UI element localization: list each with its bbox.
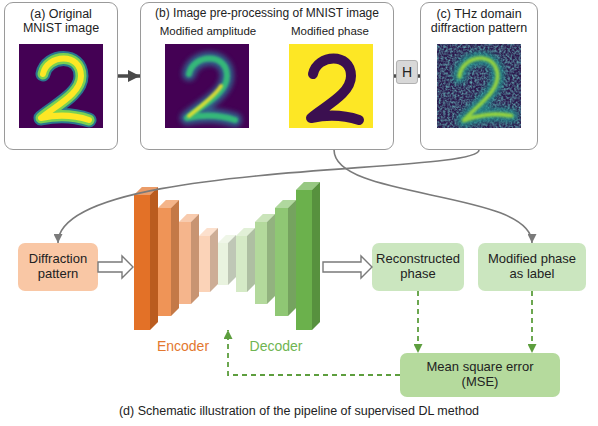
node-title: Diffraction pattern <box>20 252 96 282</box>
layer-front <box>179 222 191 304</box>
layer-top-shade <box>296 182 320 190</box>
process-box: Reconstructed phase <box>372 243 464 291</box>
layer-top-shade <box>179 214 199 222</box>
layer-top <box>218 235 236 243</box>
arrow-connector <box>58 150 479 243</box>
layer-side <box>228 235 236 285</box>
layer-side <box>288 200 296 316</box>
node-label: Modified amplitude <box>147 25 269 38</box>
layer-side <box>150 187 158 330</box>
layer-front <box>158 208 171 316</box>
layer-side <box>191 214 199 304</box>
layer-side-shade <box>191 214 199 304</box>
hollow-arrow <box>323 256 372 278</box>
process-box: (b) Image pre-processing of MNIST imageM… <box>140 2 394 150</box>
node-title: (b) Image pre-processing of MNIST image <box>155 7 379 21</box>
layer-top <box>199 228 218 236</box>
figure-caption: (d) Schematic illustration of the pipeli… <box>0 404 598 418</box>
dashed-arrow <box>417 291 419 353</box>
network-layer <box>236 228 255 292</box>
layer-top-shade <box>158 200 179 208</box>
process-box: (a) Original MNIST image <box>4 2 118 150</box>
node-title: Encoder <box>138 338 228 354</box>
node-title: Mean square error (MSE) <box>418 360 542 390</box>
node-label: Decoder <box>231 338 321 354</box>
layer-front <box>275 208 288 316</box>
layer-side <box>247 228 255 292</box>
layer-side-shade <box>150 187 158 330</box>
layer-side-shade <box>267 214 275 304</box>
layer-side-shade <box>171 200 179 316</box>
process-box: Mean square error (MSE) <box>400 353 560 397</box>
network-layer <box>179 214 199 304</box>
network-layer <box>199 228 218 292</box>
layer-top <box>275 200 296 208</box>
layer-side-shade <box>228 235 236 285</box>
node-label: Modified phase <box>271 25 389 38</box>
layer-top <box>296 182 320 190</box>
layer-top-shade <box>199 228 218 236</box>
layer-front <box>296 190 312 330</box>
dashed-arrow <box>228 330 400 375</box>
node-title: (c) THz domain diffraction pattern <box>421 7 537 36</box>
network-layer <box>275 200 296 316</box>
layer-front <box>199 236 210 292</box>
layer-top <box>255 214 275 222</box>
layer-front <box>134 195 150 330</box>
layer-front <box>255 222 267 304</box>
node-title: (a) Original MNIST image <box>16 7 106 36</box>
network-layer <box>255 214 275 304</box>
node-title: Modified phase as label <box>480 252 584 282</box>
layer-top-shade <box>236 228 255 236</box>
layer-side-shade <box>210 228 218 292</box>
network-layer <box>218 235 236 285</box>
network-layer <box>158 200 179 316</box>
layer-top-shade <box>134 187 158 195</box>
layer-front <box>236 236 247 292</box>
network-layer <box>296 182 320 330</box>
layer-side-shade <box>247 228 255 292</box>
layer-front <box>218 243 228 285</box>
layer-top <box>236 228 255 236</box>
layer-side <box>210 228 218 292</box>
layer-side-shade <box>288 200 296 316</box>
process-box: (c) THz domain diffraction pattern <box>420 2 538 150</box>
layer-top <box>134 187 158 195</box>
node-title: Reconstructed phase <box>374 252 462 282</box>
dashed-arrow <box>531 291 533 353</box>
process-box: Diffraction pattern <box>18 243 98 291</box>
network-layers <box>134 182 320 330</box>
process-box: EncoderDecoder <box>133 178 323 330</box>
layer-top <box>158 200 179 208</box>
layer-top-shade <box>255 214 275 222</box>
layer-side <box>171 200 179 316</box>
network-layer <box>134 187 158 330</box>
arrow-connector <box>118 74 140 78</box>
layer-top-shade <box>275 200 296 208</box>
hollow-arrow <box>98 256 133 278</box>
layer-top <box>179 214 199 222</box>
process-box: Modified phase as label <box>478 243 586 291</box>
layer-side-shade <box>312 182 320 330</box>
layer-side <box>267 214 275 304</box>
layer-side <box>312 182 320 330</box>
layer-top-shade <box>218 235 236 243</box>
arrow-connector <box>334 150 532 243</box>
operator-label: H <box>396 60 418 84</box>
